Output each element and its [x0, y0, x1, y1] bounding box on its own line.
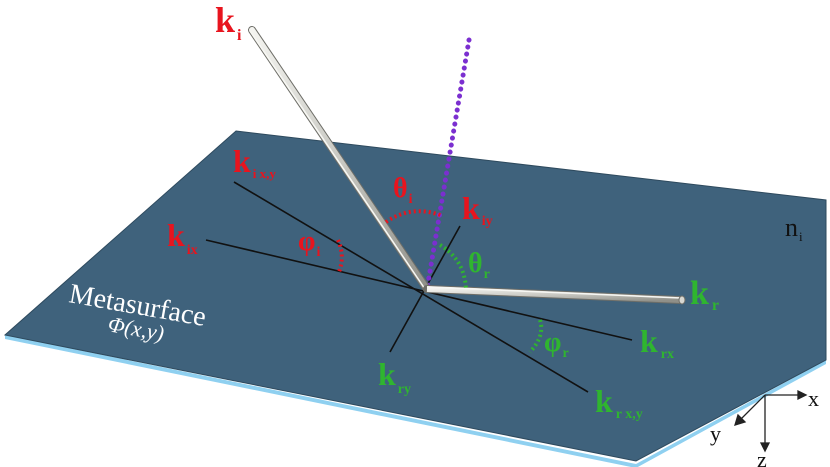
label-n-i: ni: [785, 213, 803, 244]
label-phi-i: φi: [298, 226, 320, 260]
incident-rod: [248, 26, 431, 293]
arc-phi-r: [528, 319, 544, 354]
label-theta-i: θi: [393, 173, 413, 207]
surface-normal: [424, 37, 472, 292]
arc-theta-i: [384, 209, 444, 224]
label-theta-r: θr: [468, 248, 490, 282]
coordinate-axes: [734, 389, 808, 453]
arc-theta-r: [438, 243, 468, 291]
arc-phi-i: [336, 239, 344, 273]
line-k-ix: [205, 239, 633, 341]
axis-z-label: z: [757, 447, 767, 467]
label-phi-r: φr: [544, 327, 569, 361]
metasurface-plane: [3, 130, 827, 462]
axis-x-label: x: [808, 386, 819, 411]
line-k-ixy: [233, 181, 589, 393]
axis-y-label: y: [710, 421, 721, 446]
reflected-rod: [423, 285, 686, 305]
